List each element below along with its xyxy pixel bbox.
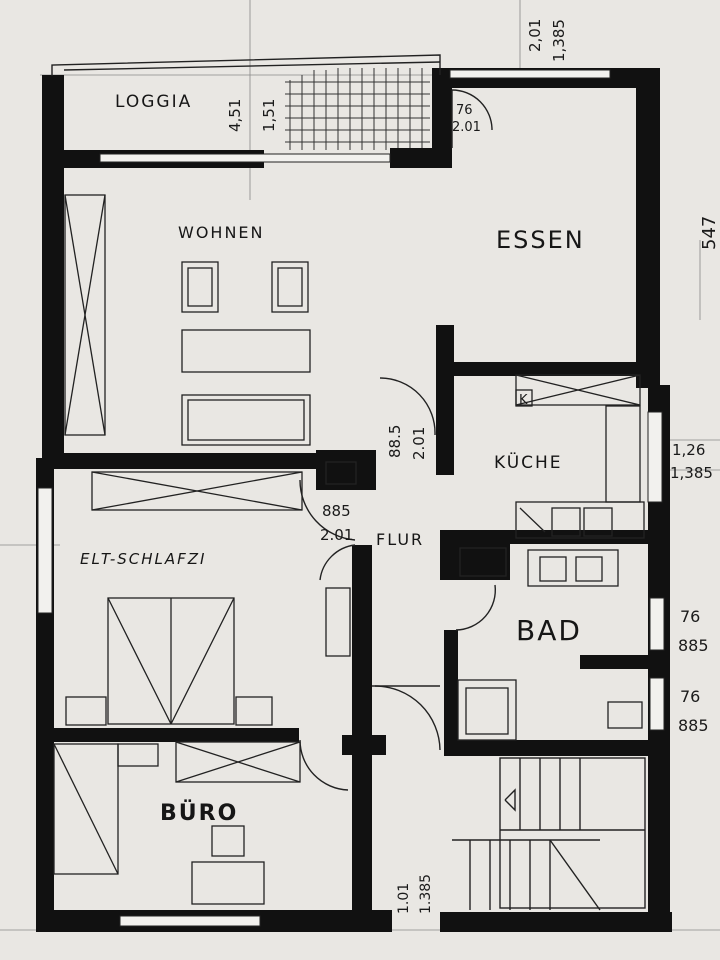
dim-bad-win2-a: 76 [680,687,700,706]
dim-essen-door-h: 2.01 [452,120,481,135]
dim-loggia-door-h: 1,51 [260,99,278,132]
room-label-bad: BAD [516,614,582,647]
windows [37,69,665,927]
dim-top-right-a: 2,01 [526,19,544,52]
room-label-loggia: LOGGIA [115,92,192,112]
dim-right-edge: 547 [699,216,720,250]
dim-schlaf-door-w: 885 [322,502,351,520]
room-label-schlafzimmer: ELT-SCHLAFZI [80,550,206,568]
thin-lines [51,54,646,911]
dim-top-right-b: 1,385 [550,19,568,62]
room-label-flur: FLUR [376,530,424,549]
dim-bad-win1-b: 885 [678,636,709,655]
dim-kueche-win-b: 1,385 [670,464,713,482]
dim-essen-door-w: 76 [456,103,473,118]
furniture [53,194,645,905]
dim-flur-door-w: 88.5 [386,425,404,458]
loggia-tile-grid [285,68,430,150]
dim-bad-win1-a: 76 [680,607,700,626]
room-label-wohnen: WOHNEN [178,223,265,242]
kitchen-k-marker: K [519,393,528,408]
dim-bad-win2-b: 885 [678,716,709,735]
room-label-essen: ESSEN [496,226,585,254]
dim-flur-door-h: 2.01 [410,427,428,460]
dim-kueche-win-a: 1,26 [672,441,705,459]
room-label-buero: BÜRO [160,800,238,826]
walls [36,68,672,932]
dim-entry-a: 1.01 [396,883,412,914]
room-label-kueche: KÜCHE [494,451,563,473]
room-labels: LOGGIA WOHNEN ESSEN KÜCHE FLUR ELT-SCHLA… [80,92,585,826]
dimension-labels: 4,51 1,51 2,01 1,385 76 2.01 547 88.5 2.… [226,19,720,914]
dim-entry-b: 1.385 [418,874,434,914]
dim-loggia-door-w: 4,51 [226,99,244,132]
dim-schlaf-door-h: 2.01 [320,526,353,544]
